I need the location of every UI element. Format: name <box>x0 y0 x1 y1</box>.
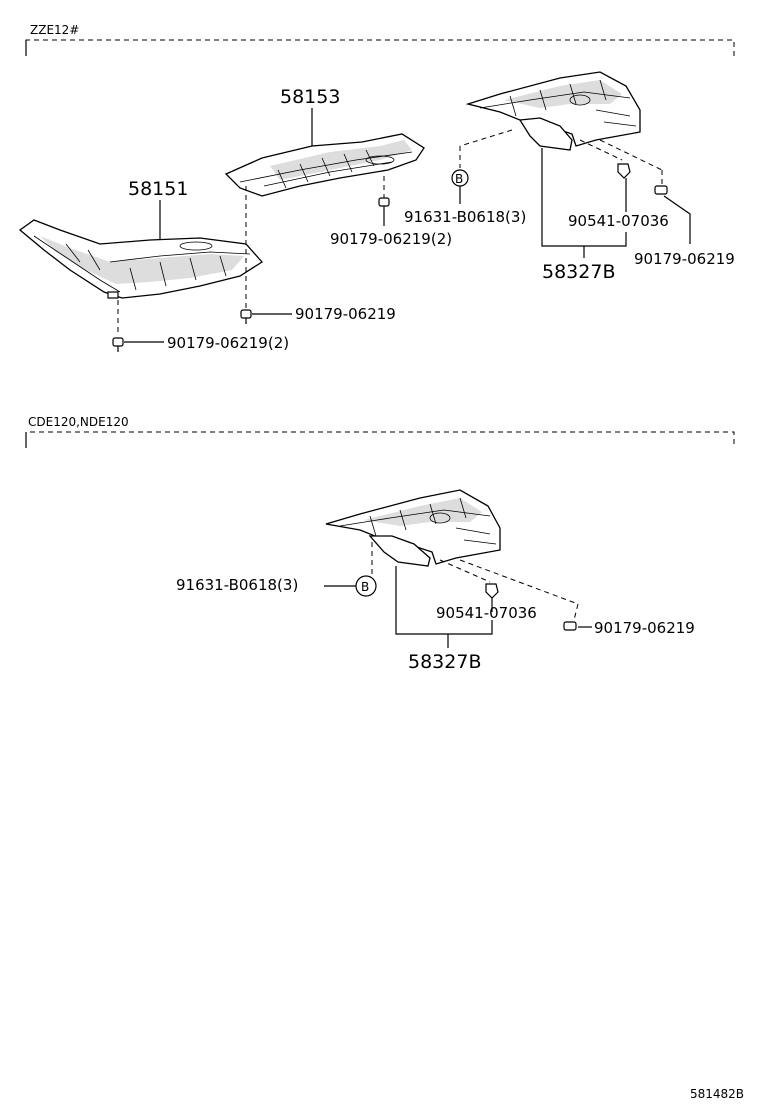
heat-insulator-58151 <box>18 219 263 299</box>
callout-90541-07036-upper: 90541-07036 <box>568 212 669 230</box>
bolt-icon <box>654 185 668 195</box>
callout-90179-06219-2-lower: 90179-06219(2) <box>167 334 289 352</box>
heat-insulator-58327b-upper <box>465 71 641 151</box>
leader-a-90179-c <box>663 195 691 244</box>
bracket-58327b-lower <box>395 566 493 635</box>
bracket-58327b-upper <box>541 148 627 247</box>
heat-insulator-58327b-lower <box>325 489 501 567</box>
dash-58327b-b-right <box>459 559 579 605</box>
bolt-icon <box>617 163 631 179</box>
bolt-icon <box>378 197 390 214</box>
dash-58327b-b-bolt <box>439 559 491 583</box>
dash-58327b-b-right-down <box>573 603 579 621</box>
callout-90179-06219-2-upper: 90179-06219(2) <box>330 230 452 248</box>
marker-b-upper: B <box>455 172 463 186</box>
callout-90179-06219-right: 90179-06219 <box>634 250 735 268</box>
bolt-icon <box>485 583 499 599</box>
section-label-zze12: ZZE12# <box>30 23 79 37</box>
dash-58327b-left <box>459 129 513 147</box>
bolt-icon <box>563 621 577 631</box>
section-bracket-zze12 <box>25 39 735 56</box>
bolt-icon <box>240 309 252 324</box>
clip-b-marker-upper: B <box>451 169 469 187</box>
diagram-code: 581482B <box>690 1087 744 1101</box>
part-58151-label: 58151 <box>128 178 188 200</box>
callout-90541-07036-lower: 90541-07036 <box>436 604 537 622</box>
dash-58327b-bolt <box>579 139 623 161</box>
clip-b-marker-lower: B <box>355 575 377 597</box>
bolt-icon <box>112 337 124 352</box>
part-58153-label: 58153 <box>280 86 340 108</box>
marker-b-lower: B <box>361 580 369 594</box>
heat-insulator-58153 <box>224 133 425 197</box>
part-58327b-lower-label: 58327B <box>408 651 481 673</box>
part-58327b-upper-label: 58327B <box>542 261 615 283</box>
callout-91631-b0618-3-lower: 91631-B0618(3) <box>176 576 298 594</box>
section-label-cde120-nde120: CDE120,NDE120 <box>28 415 129 429</box>
dash-58327b-right <box>599 139 663 171</box>
callout-91631-b0618-3-upper: 91631-B0618(3) <box>404 208 526 226</box>
callout-90179-06219-lower: 90179-06219 <box>594 619 695 637</box>
section-bracket-cde120 <box>25 431 735 448</box>
callout-90179-06219-mid: 90179-06219 <box>295 305 396 323</box>
